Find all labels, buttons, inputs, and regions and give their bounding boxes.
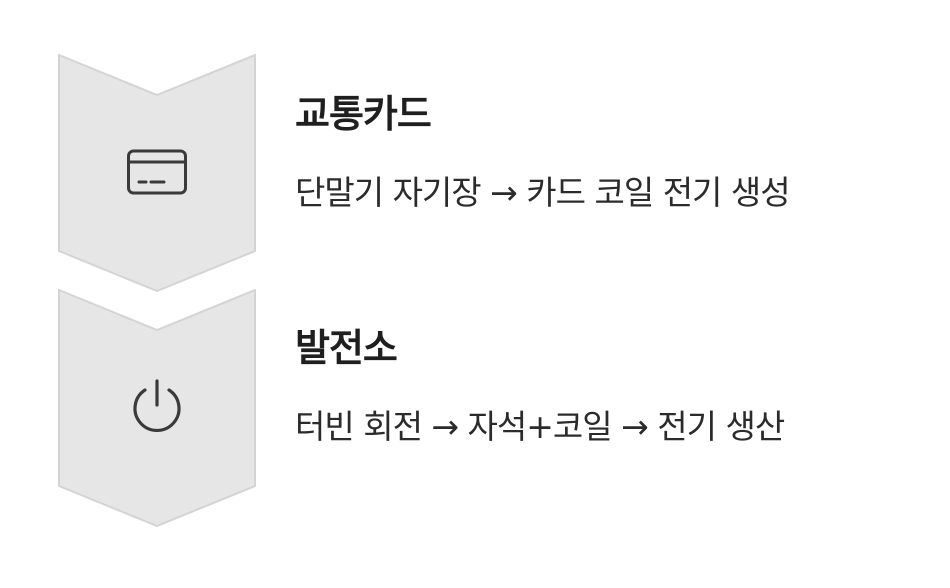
power-icon bbox=[133, 379, 181, 432]
chevron-down-shape bbox=[58, 54, 256, 292]
step-1-text: 교통카드 단말기 자기장 → 카드 코일 전기 생성 bbox=[295, 86, 791, 216]
credit-card-icon bbox=[127, 149, 187, 195]
step-2-chevron bbox=[58, 289, 256, 527]
step-2-text: 발전소 터빈 회전 → 자석+코일 → 전기 생산 bbox=[295, 320, 785, 450]
chevron-down-shape bbox=[58, 289, 256, 527]
step-title: 교통카드 bbox=[295, 92, 432, 136]
step-title: 발전소 bbox=[295, 326, 398, 370]
step-description: 단말기 자기장 → 카드 코일 전기 생성 bbox=[295, 173, 791, 212]
step-1-chevron bbox=[58, 54, 256, 292]
step-description: 터빈 회전 → 자석+코일 → 전기 생산 bbox=[295, 407, 785, 446]
